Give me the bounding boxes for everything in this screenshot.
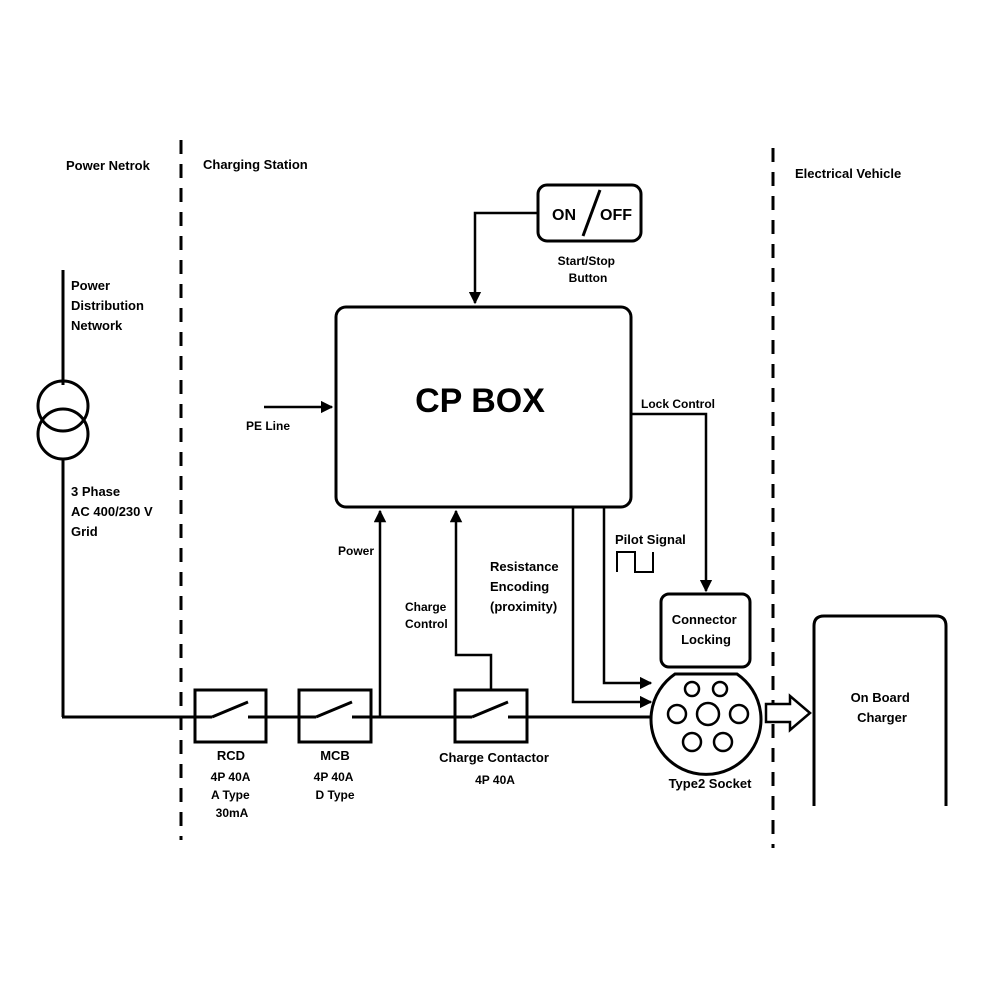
connector-locking-label: Connector Locking bbox=[672, 612, 741, 647]
socket-to-charger-arrow bbox=[764, 693, 812, 733]
switch-to-cpbox-arrow bbox=[468, 211, 538, 305]
charge-contactor-switch bbox=[453, 688, 529, 744]
transformer-icon-lower bbox=[36, 407, 90, 461]
charge-control-line bbox=[449, 509, 493, 690]
mcb-name: MCB bbox=[320, 748, 350, 763]
rcd-specs: 4P 40A A Type 30mA bbox=[211, 770, 254, 820]
charge-contactor-specs: 4P 40A bbox=[475, 773, 515, 787]
on-board-charger-box bbox=[812, 614, 948, 806]
lock-control-line bbox=[631, 412, 713, 593]
pilot-signal-label: Pilot Signal bbox=[615, 532, 686, 547]
charge-control-label: Charge Control bbox=[405, 600, 450, 631]
lock-control-label: Lock Control bbox=[641, 397, 715, 411]
charge-contactor-name: Charge Contactor bbox=[439, 750, 549, 765]
rcd-switch bbox=[193, 688, 268, 744]
resistance-encoding-label: Resistance Encoding (proximity) bbox=[490, 559, 562, 614]
start-stop-button: ON OFF bbox=[536, 183, 643, 243]
power-distribution-label: Power Distribution Network bbox=[71, 278, 148, 333]
cp-box-title: CP BOX bbox=[415, 382, 545, 420]
on-board-charger-label: On Board Charger bbox=[851, 690, 914, 725]
pe-line-label: PE Line bbox=[246, 419, 290, 433]
rcd-name: RCD bbox=[217, 748, 245, 763]
connector-locking-box bbox=[659, 592, 752, 669]
zone-title-power-network: Power Netrok bbox=[66, 158, 151, 173]
zone-title-charging-station: Charging Station bbox=[203, 157, 308, 172]
mcb-specs: 4P 40A D Type bbox=[314, 770, 357, 802]
zone-title-electrical-vehicle: Electrical Vehicle bbox=[795, 166, 901, 181]
grid-feed bbox=[36, 270, 195, 719]
transformer-icon bbox=[36, 379, 90, 433]
start-stop-caption: Start/Stop Button bbox=[558, 254, 619, 285]
pilot-waveform-icon bbox=[616, 551, 654, 573]
grid-supply-label: 3 Phase AC 400/230 V Grid bbox=[71, 484, 156, 539]
type2-socket-label: Type2 Socket bbox=[669, 776, 753, 791]
cp-box bbox=[334, 305, 633, 509]
resistance-encoding-line bbox=[571, 507, 653, 709]
pilot-signal-line bbox=[602, 507, 653, 690]
power-label: Power bbox=[338, 544, 374, 558]
mcb-switch bbox=[297, 688, 373, 744]
switch-on-label: ON bbox=[552, 207, 576, 224]
type2-socket bbox=[649, 672, 763, 776]
switch-off-label: OFF bbox=[600, 207, 632, 224]
